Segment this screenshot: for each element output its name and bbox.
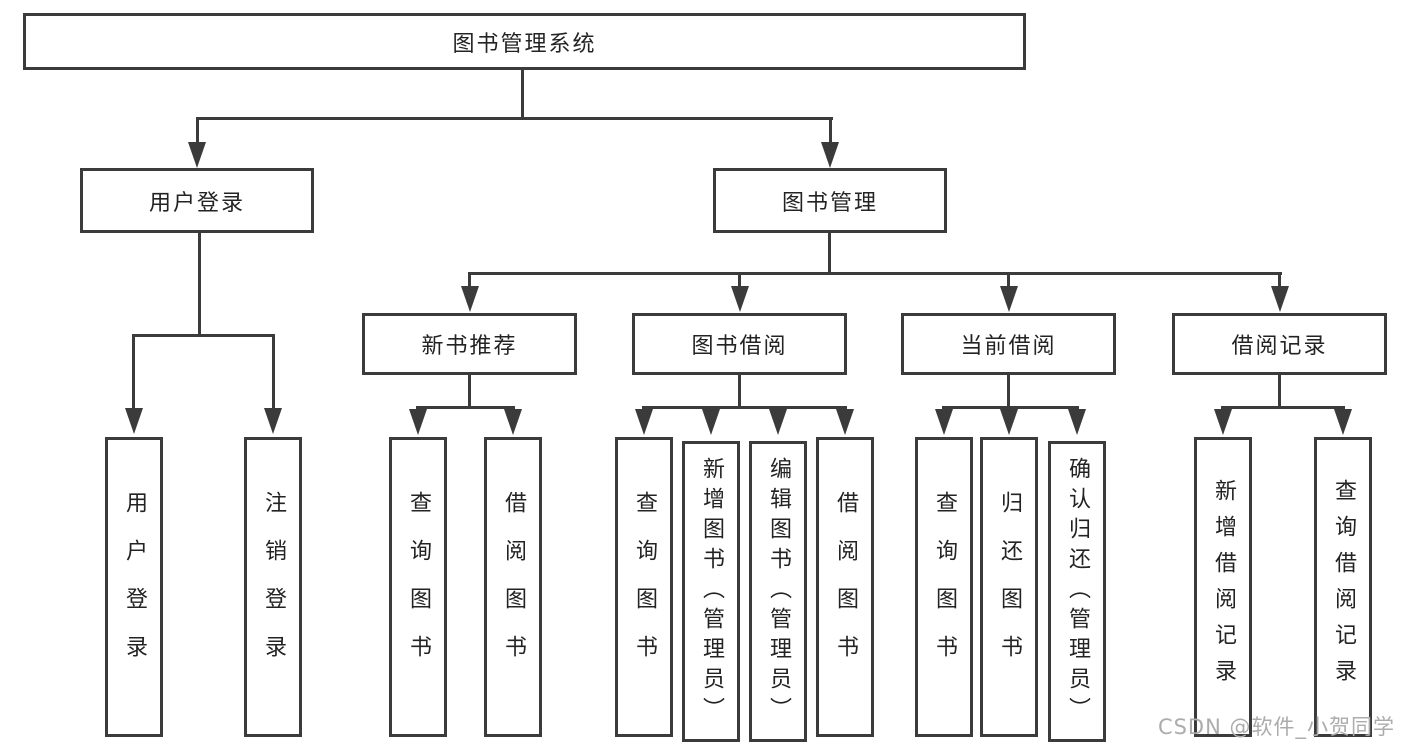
leaf-confirm-return-admin-label: 确认归还（管理员） xyxy=(1065,456,1090,727)
node-new-book-recommend: 新书推荐 xyxy=(362,313,577,375)
node-current-borrow-label: 当前借阅 xyxy=(960,334,1057,359)
connector-line xyxy=(132,334,275,337)
connector-line xyxy=(1007,375,1010,406)
leaf-add-book-admin: 新增图书（管理员） xyxy=(682,441,740,742)
leaf-return-book-label: 归还图书 xyxy=(997,491,1022,683)
node-book-borrow: 图书借阅 xyxy=(632,313,847,375)
connector-line xyxy=(196,117,833,120)
leaf-logout-label: 注销登录 xyxy=(261,491,286,683)
leaf-query-book-borrow: 查询图书 xyxy=(615,437,673,737)
arrow-down-icon xyxy=(1214,409,1232,435)
node-current-borrow: 当前借阅 xyxy=(901,313,1116,375)
node-user-login: 用户登录 xyxy=(80,168,314,233)
connector-line xyxy=(829,117,832,145)
connector-line xyxy=(1221,406,1345,409)
node-borrow-records: 借阅记录 xyxy=(1172,313,1387,375)
connector-line xyxy=(1278,375,1281,406)
arrow-down-icon xyxy=(635,409,653,435)
leaf-query-borrow-record-label: 查询借阅记录 xyxy=(1331,479,1356,695)
connector-line xyxy=(468,375,471,406)
node-book-management: 图书管理 xyxy=(713,168,947,233)
leaf-query-book-recommend-label: 查询图书 xyxy=(406,491,431,683)
connector-line xyxy=(738,375,741,406)
arrow-down-icon xyxy=(821,142,839,168)
arrow-down-icon xyxy=(125,408,143,434)
node-root-label: 图书管理系统 xyxy=(452,31,597,57)
leaf-query-book-current-label: 查询图书 xyxy=(932,491,957,683)
arrow-down-icon xyxy=(1000,286,1018,312)
arrow-down-icon xyxy=(264,408,282,434)
leaf-return-book: 归还图书 xyxy=(980,437,1038,737)
connector-line xyxy=(1278,272,1281,288)
arrow-down-icon xyxy=(769,409,787,435)
leaf-borrow-book-recommend-label: 借阅图书 xyxy=(501,491,526,683)
arrow-down-icon xyxy=(188,142,206,168)
connector-line xyxy=(642,406,847,409)
arrow-down-icon xyxy=(1000,409,1018,435)
arrow-down-icon xyxy=(935,409,953,435)
leaf-logout: 注销登录 xyxy=(244,437,302,737)
leaf-query-book-recommend: 查询图书 xyxy=(389,437,447,737)
leaf-borrow-book: 借阅图书 xyxy=(816,437,874,737)
connector-line xyxy=(416,406,515,409)
node-new-book-recommend-label: 新书推荐 xyxy=(421,334,518,359)
leaf-query-book-borrow-label: 查询图书 xyxy=(632,491,657,683)
connector-line xyxy=(521,70,524,117)
arrow-down-icon xyxy=(1271,286,1289,312)
arrow-down-icon xyxy=(504,409,522,435)
connector-line xyxy=(1007,272,1010,288)
leaf-confirm-return-admin: 确认归还（管理员） xyxy=(1048,441,1106,742)
arrow-down-icon xyxy=(836,409,854,435)
leaf-edit-book-admin-label: 编辑图书（管理员） xyxy=(766,456,791,727)
node-root: 图书管理系统 xyxy=(23,13,1026,70)
connector-line xyxy=(468,272,1282,275)
connector-line xyxy=(942,406,1079,409)
arrow-down-icon xyxy=(731,286,749,312)
leaf-borrow-book-recommend: 借阅图书 xyxy=(484,437,542,737)
node-book-borrow-label: 图书借阅 xyxy=(691,334,788,359)
arrow-down-icon xyxy=(461,286,479,312)
connector-line xyxy=(272,334,275,410)
connector-line xyxy=(196,117,199,145)
node-book-management-label: 图书管理 xyxy=(781,190,878,216)
leaf-user-login-label: 用户登录 xyxy=(122,491,147,683)
connector-line xyxy=(468,272,471,288)
connector-line xyxy=(132,334,135,410)
connector-line xyxy=(738,272,741,288)
leaf-edit-book-admin: 编辑图书（管理员） xyxy=(749,441,807,742)
node-user-login-label: 用户登录 xyxy=(148,190,245,216)
arrow-down-icon xyxy=(1334,409,1352,435)
leaf-add-borrow-record-label: 新增借阅记录 xyxy=(1211,479,1236,695)
leaf-query-book-current: 查询图书 xyxy=(915,437,973,737)
leaf-query-borrow-record: 查询借阅记录 xyxy=(1314,437,1372,737)
connector-line xyxy=(828,233,831,272)
leaf-add-book-admin-label: 新增图书（管理员） xyxy=(699,456,724,727)
arrow-down-icon xyxy=(409,409,427,435)
node-borrow-records-label: 借阅记录 xyxy=(1231,334,1328,359)
leaf-add-borrow-record: 新增借阅记录 xyxy=(1194,437,1252,737)
watermark: CSDN @软件_小贺同学 xyxy=(1157,715,1395,739)
connector-line xyxy=(198,233,201,334)
leaf-user-login: 用户登录 xyxy=(105,437,163,737)
leaf-borrow-book-label: 借阅图书 xyxy=(833,491,858,683)
arrow-down-icon xyxy=(702,409,720,435)
arrow-down-icon xyxy=(1068,409,1086,435)
